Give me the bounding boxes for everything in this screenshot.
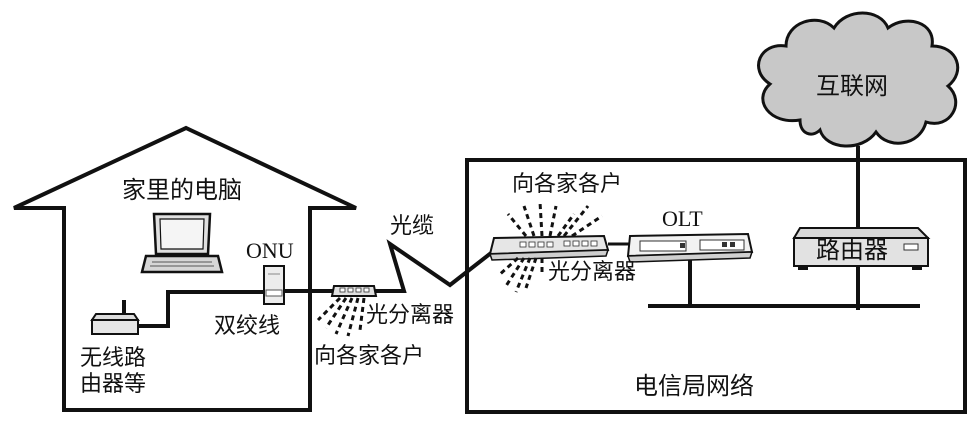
optical-splitter-icon: [330, 285, 378, 297]
home-splitter-label: 光分离器: [366, 303, 455, 328]
office-splitter-outputs-top: [506, 201, 603, 238]
internet-label: 互联网: [816, 72, 888, 100]
wireless-router-label: 无线路 由器等: [80, 346, 147, 398]
to-homes-bottom-label: 向各家各户: [314, 344, 425, 369]
laptop-icon: [140, 212, 224, 274]
fiber-cable-label: 光缆: [390, 214, 435, 239]
telecom-network-label: 电信局网络: [634, 372, 754, 400]
wireless-router-icon: [90, 300, 140, 335]
home-pc-label: 家里的电脑: [122, 176, 242, 204]
cloud-icon: [757, 11, 960, 148]
router-icon: [792, 227, 931, 270]
office-splitter-icon: [488, 234, 610, 261]
house-outline: [13, 125, 357, 412]
to-homes-top-label: 向各家各户: [512, 172, 623, 197]
olt-label: OLT: [662, 206, 703, 231]
office-splitter-label: 光分离器: [548, 260, 637, 285]
home-splitter-outputs: [316, 296, 366, 337]
telecom-office-box: [465, 158, 967, 414]
twisted-pair-cable: [132, 290, 268, 328]
twisted-pair-label: 双绞线: [214, 314, 281, 339]
router-label: 路由器: [816, 236, 888, 264]
onu-label: ONU: [246, 238, 294, 263]
onu-icon: [263, 265, 285, 305]
office-splitter-outputs-bottom: [496, 256, 544, 293]
olt-icon: [626, 232, 754, 263]
fiber-cable-line: [372, 239, 502, 293]
